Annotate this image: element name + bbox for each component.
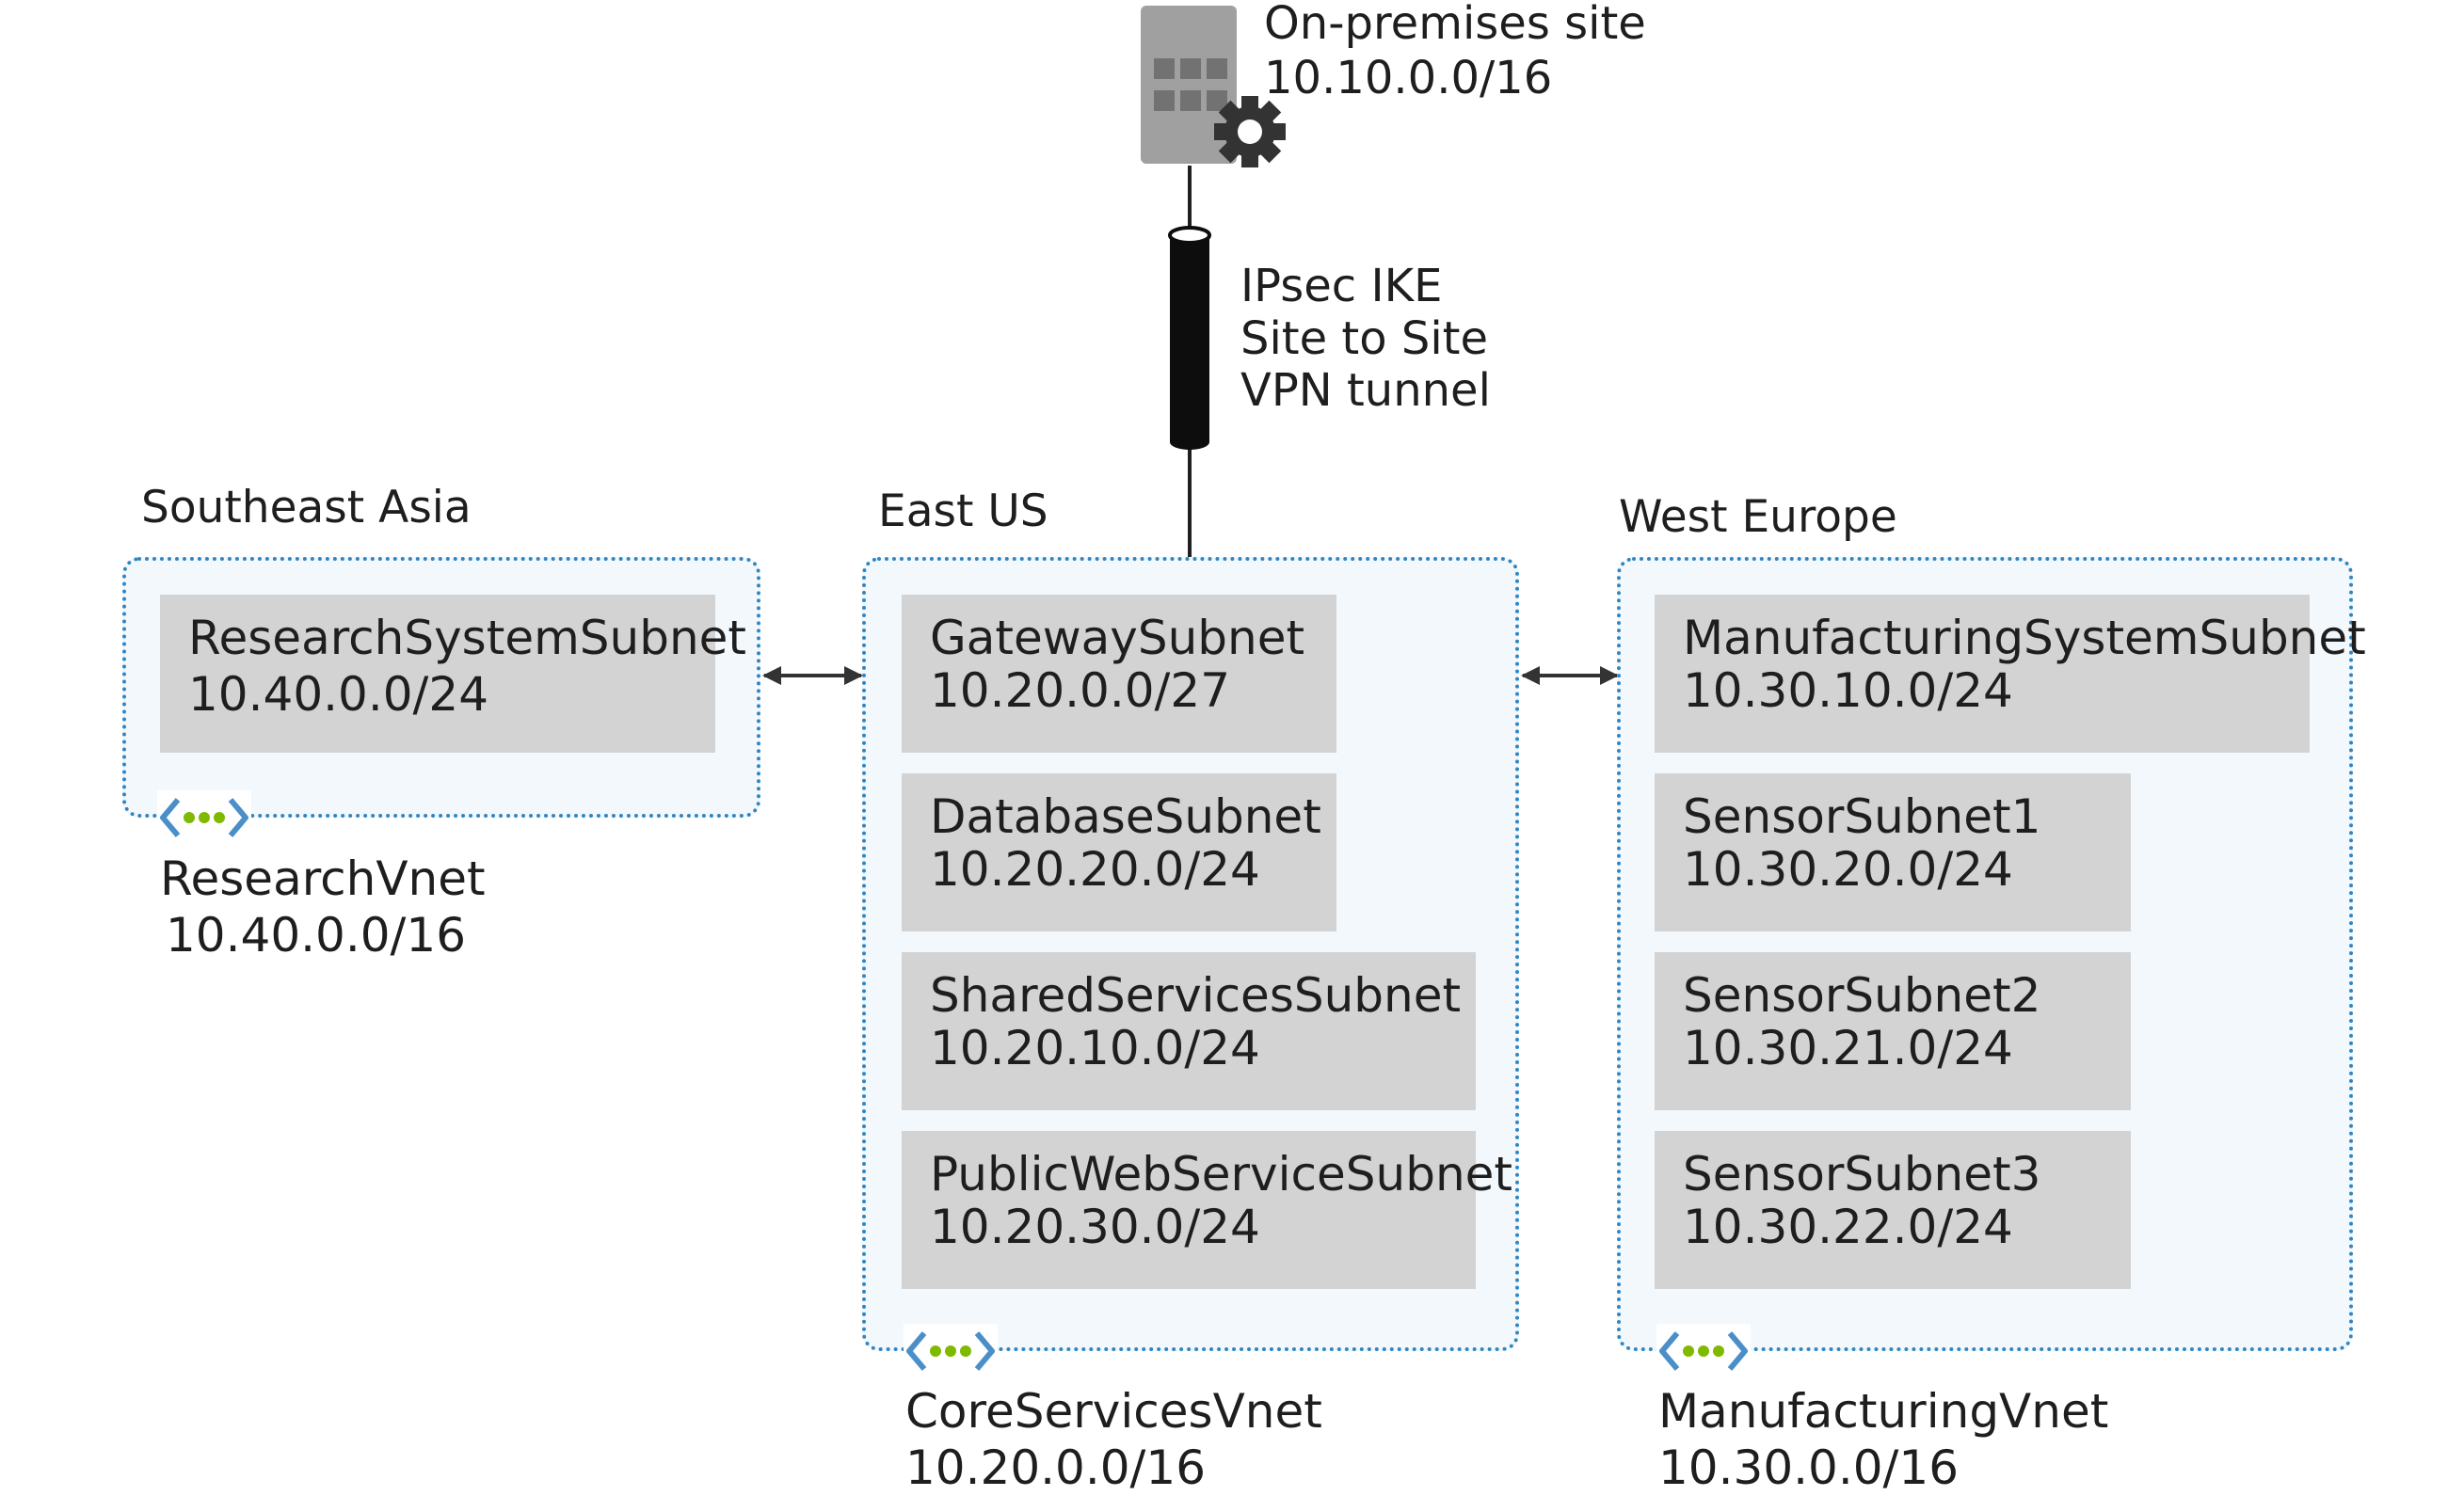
vnet-cidr: 10.30.0.0/16 [1658, 1440, 1960, 1495]
shared-services-subnet: SharedServicesSubnet 10.20.10.0/24 [902, 952, 1476, 1110]
subnet-cidr: 10.30.20.0/24 [1683, 842, 2013, 897]
subnet-name: SensorSubnet3 [1683, 1147, 2041, 1202]
public-web-service-subnet: PublicWebServiceSubnet 10.20.30.0/24 [902, 1131, 1512, 1289]
virtual-network-icon [904, 1324, 998, 1378]
vnet-name: CoreServicesVnet [905, 1384, 1322, 1439]
region-west-europe: West Europe [1619, 491, 1897, 543]
vnet-name: ResearchVnet [160, 851, 486, 906]
subnet-name: SharedServicesSubnet [930, 968, 1462, 1023]
virtual-network-icon [157, 790, 251, 845]
onprem-name: On-premises site [1264, 0, 1646, 50]
research-vnet-label: ResearchVnet 10.40.0.0/16 [160, 851, 486, 963]
database-subnet: DatabaseSubnet 10.20.20.0/24 [902, 773, 1336, 931]
subnet-cidr: 10.20.20.0/24 [930, 842, 1260, 897]
subnet-cidr: 10.40.0.0/24 [188, 667, 489, 722]
region-southeast-asia: Southeast Asia [141, 482, 472, 533]
subnet-name: GatewaySubnet [930, 611, 1305, 665]
subnet-cidr: 10.30.21.0/24 [1683, 1021, 2013, 1075]
vnet-name: ManufacturingVnet [1658, 1384, 2109, 1439]
subnet-name: SensorSubnet1 [1683, 789, 2041, 844]
subnet-cidr: 10.20.30.0/24 [930, 1200, 1260, 1254]
manufacturing-vnet-label: ManufacturingVnet 10.30.0.0/16 [1658, 1383, 2108, 1496]
subnet-name: PublicWebServiceSubnet [930, 1147, 1512, 1202]
subnet-name: SensorSubnet2 [1683, 968, 2041, 1023]
subnet-cidr: 10.20.10.0/24 [930, 1021, 1260, 1075]
onprem-label: On-premises site 10.10.0.0/16 [1264, 0, 1646, 105]
subnet-cidr: 10.30.10.0/24 [1683, 663, 2013, 718]
gateway-subnet: GatewaySubnet 10.20.0.0/27 [902, 595, 1336, 753]
subnet-cidr: 10.20.0.0/27 [930, 663, 1231, 718]
vnet-cidr: 10.20.0.0/16 [905, 1440, 1207, 1495]
sensor-subnet-1: SensorSubnet1 10.30.20.0/24 [1655, 773, 2131, 931]
vnet-cidr: 10.40.0.0/16 [166, 908, 467, 963]
tunnel-line-3: VPN tunnel [1240, 364, 1491, 418]
research-system-subnet: ResearchSystemSubnet 10.40.0.0/24 [160, 595, 747, 753]
region-east-us: East US [878, 485, 1048, 537]
subnet-name: ResearchSystemSubnet [188, 611, 747, 665]
manufacturing-system-subnet: ManufacturingSystemSubnet 10.30.10.0/24 [1655, 595, 2366, 753]
core-services-vnet-label: CoreServicesVnet 10.20.0.0/16 [905, 1383, 1322, 1496]
subnet-name: DatabaseSubnet [930, 789, 1321, 844]
subnet-cidr: 10.30.22.0/24 [1683, 1200, 2013, 1254]
sensor-subnet-3: SensorSubnet3 10.30.22.0/24 [1655, 1131, 2131, 1289]
vpn-tunnel-icon [1168, 226, 1211, 450]
onprem-cidr: 10.10.0.0/16 [1264, 51, 1553, 104]
tunnel-line-2: Site to Site [1240, 311, 1489, 365]
vpn-tunnel-label: IPsec IKE Site to Site VPN tunnel [1240, 260, 1491, 418]
subnet-name: ManufacturingSystemSubnet [1683, 611, 2366, 665]
server-building-gear-icon [1141, 6, 1286, 167]
sensor-subnet-2: SensorSubnet2 10.30.21.0/24 [1655, 952, 2131, 1110]
tunnel-line-1: IPsec IKE [1240, 260, 1443, 312]
virtual-network-icon [1656, 1324, 1751, 1378]
